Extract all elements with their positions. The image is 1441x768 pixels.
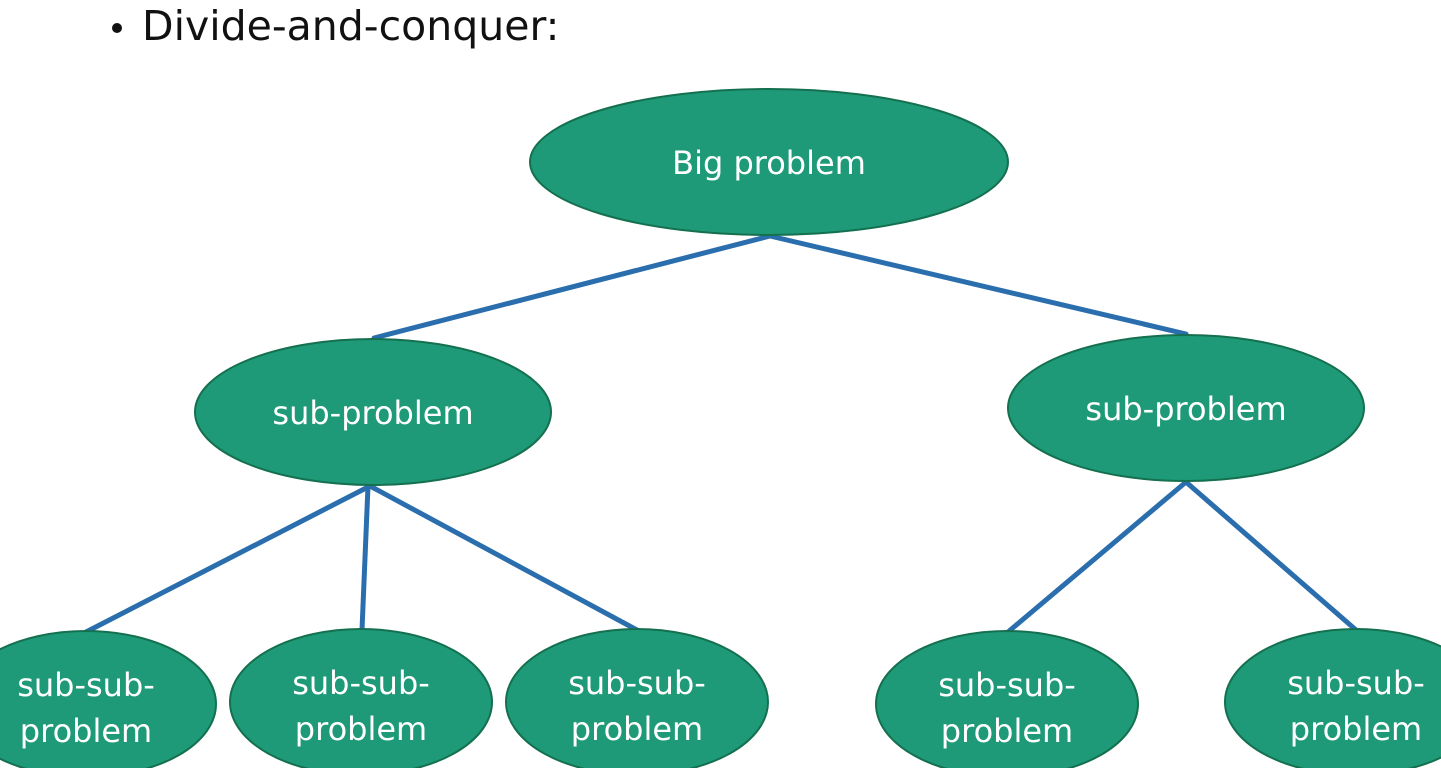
node-root-label: Big problem <box>672 144 866 182</box>
node-leaf-3-line1: sub-sub- <box>568 664 706 702</box>
bullet-dot-icon <box>112 23 122 33</box>
node-leaf-1-line1: sub-sub- <box>17 666 155 704</box>
edge-right-to-leaf-4 <box>1005 479 1189 635</box>
node-leaf-4-line2: problem <box>941 712 1073 750</box>
edge-left-to-leaf-1 <box>83 483 373 635</box>
node-leaf-1-line2: problem <box>20 712 152 750</box>
edge-root-to-right <box>767 233 1189 337</box>
node-leaf-5-line1: sub-sub- <box>1287 664 1425 702</box>
node-sub-right: sub-problem <box>1007 334 1365 482</box>
node-leaf-5-line2: problem <box>1290 710 1422 748</box>
bullet-item: Divide-and-conquer: <box>112 0 559 52</box>
edge-right-to-leaf-5 <box>1183 479 1359 633</box>
node-leaf-1: sub-sub- problem <box>0 630 217 768</box>
edge-left-to-leaf-2 <box>359 483 371 633</box>
edge-root-to-left <box>371 233 773 341</box>
node-sub-left: sub-problem <box>194 338 552 486</box>
node-leaf-4-line1: sub-sub- <box>938 666 1076 704</box>
node-leaf-3-line2: problem <box>571 710 703 748</box>
bullet-text: Divide-and-conquer: <box>142 2 560 50</box>
node-leaf-2-line1: sub-sub- <box>292 664 430 702</box>
node-leaf-2-line2: problem <box>295 710 427 748</box>
node-sub-right-label: sub-problem <box>1085 390 1286 428</box>
node-leaf-5: sub-sub- problem <box>1224 628 1441 768</box>
node-leaf-2: sub-sub- problem <box>229 628 493 768</box>
node-leaf-3: sub-sub- problem <box>505 628 769 768</box>
edge-left-to-leaf-3 <box>367 483 640 633</box>
node-sub-left-label: sub-problem <box>272 394 473 432</box>
node-root: Big problem <box>529 88 1009 236</box>
node-leaf-4: sub-sub- problem <box>875 630 1139 768</box>
